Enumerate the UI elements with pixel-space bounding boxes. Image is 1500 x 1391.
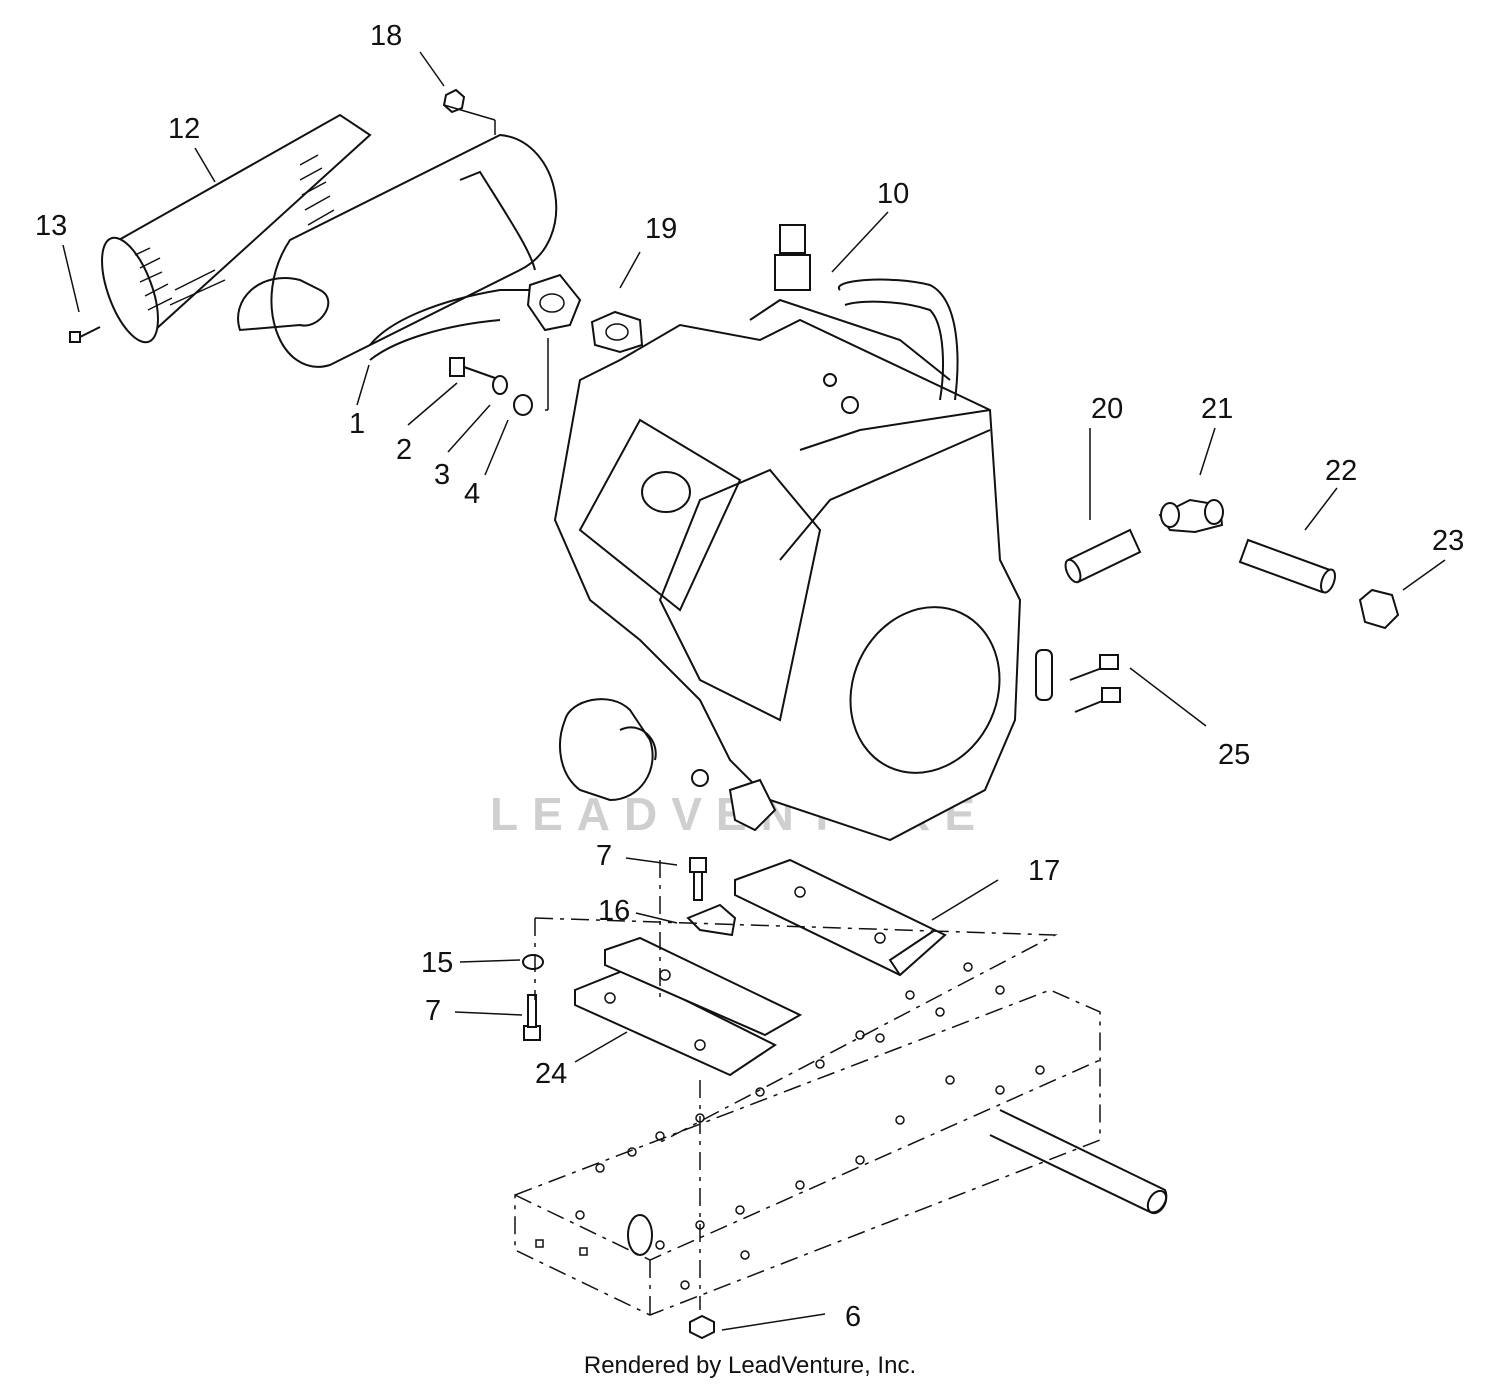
callout-3: 3 (434, 459, 450, 491)
frame-reference (514, 860, 1168, 1316)
callout-1: 1 (349, 408, 365, 440)
engine-mount-front[interactable] (574, 936, 803, 1077)
callout-20: 20 (1091, 393, 1123, 425)
callout-6: 6 (845, 1301, 861, 1333)
muffler-guard[interactable] (91, 113, 372, 349)
callout-13: 13 (35, 210, 67, 242)
flat-washer[interactable] (513, 394, 533, 416)
pipe-nipple-short[interactable] (1062, 528, 1142, 584)
callout-24: 24 (535, 1058, 567, 1090)
hex-bolt-lower[interactable] (523, 994, 541, 1041)
leader-lines (62, 51, 1446, 1331)
engine-mount-rear[interactable] (734, 858, 947, 977)
callout-15: 15 (421, 947, 453, 979)
callout-7-upper: 7 (596, 840, 612, 872)
pipe-elbow[interactable] (1158, 498, 1224, 534)
lock-washer[interactable] (492, 375, 508, 395)
callout-18: 18 (370, 20, 402, 52)
callout-17: 17 (1028, 855, 1060, 887)
muffler-bolt[interactable] (449, 357, 496, 379)
mount-bolts[interactable] (1035, 649, 1121, 713)
engine[interactable] (553, 224, 1026, 842)
pipe-nipple-long[interactable] (1238, 538, 1338, 594)
callout-19: 19 (645, 213, 677, 245)
callout-22: 22 (1325, 455, 1357, 487)
cable-clamp[interactable] (686, 903, 737, 937)
callout-12: 12 (168, 113, 200, 145)
callout-25: 25 (1218, 739, 1250, 771)
callout-10: 10 (877, 178, 909, 210)
callout-7-lower: 7 (425, 995, 441, 1027)
hex-bolt-upper[interactable] (689, 857, 707, 901)
callout-labels: 18 12 13 19 10 1 2 3 4 20 21 22 23 25 17… (35, 20, 1464, 1333)
callout-16: 16 (598, 895, 630, 927)
callout-23: 23 (1432, 525, 1464, 557)
muffler[interactable] (237, 133, 561, 368)
starter-motor[interactable] (559, 698, 777, 832)
callout-21: 21 (1201, 393, 1233, 425)
render-credit: Rendered by LeadVenture, Inc. (583, 1352, 917, 1379)
muffler-flange[interactable] (526, 273, 582, 332)
frame-nut[interactable] (689, 1314, 715, 1340)
pipe-cap[interactable] (1358, 588, 1400, 630)
callout-4: 4 (464, 478, 480, 510)
lock-washer-lower[interactable] (522, 954, 544, 970)
callout-2: 2 (396, 434, 412, 466)
exhaust-gasket[interactable] (590, 310, 644, 354)
guard-screw[interactable] (69, 326, 101, 343)
